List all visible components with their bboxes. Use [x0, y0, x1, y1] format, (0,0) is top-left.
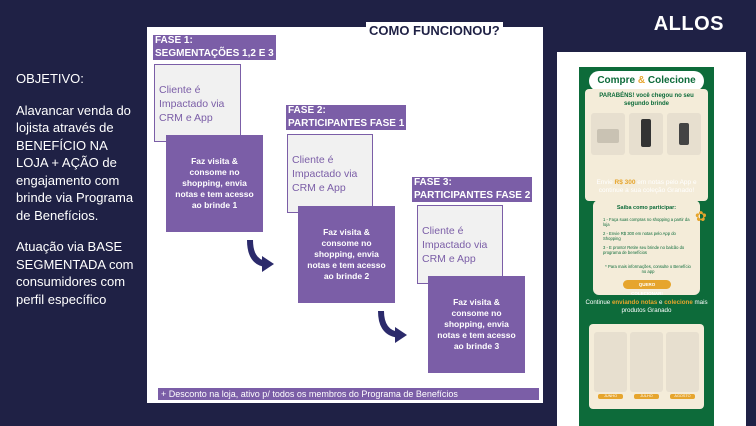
month-tag: JUNHO: [598, 394, 623, 399]
product-image: [666, 332, 699, 392]
phase-1-label: FASE 1: SEGMENTAÇÕES 1,2 E 3: [153, 35, 276, 60]
phone-mockup-frame: Compre & Colecione PARABÉNS! você chegou…: [557, 52, 746, 426]
diagram-title: COMO FUNCIONOU?: [366, 22, 503, 39]
collection-panel: JUNHO JULHO AGOSTO: [589, 324, 704, 409]
continue-text: Continue enviando notas e colecione mais…: [585, 299, 708, 315]
phase-2-label: FASE 2: PARTICIPANTES FASE 1: [286, 105, 406, 130]
phase-1-impact-card: Cliente é Impactado via CRM e App: [154, 64, 241, 142]
how-to-step: 1 - Faça suas compras no shopping a part…: [603, 217, 693, 227]
phase-3-impact-text: Cliente é Impactado via CRM e App: [422, 224, 498, 266]
send-notes-value: R$ 300: [615, 179, 636, 186]
continue-highlight-2: colecione: [664, 299, 693, 306]
how-to-panel: Saiba como participar: 1 - Faça suas com…: [593, 200, 700, 295]
phase-1-action-card: Faz visita & consome no shopping, envia …: [166, 135, 263, 232]
phase-2-action-card: Faz visita & consome no shopping, envia …: [298, 206, 395, 303]
how-to-title: Saiba como participar:: [593, 205, 700, 211]
flower-icon: ✿: [695, 209, 709, 223]
campaign-logo: Compre & Colecione: [589, 71, 704, 91]
phase-3-label: FASE 3: PARTICIPANTES FASE 2: [412, 177, 532, 202]
how-to-step: 2 - Envie R$ 300 em notas pelo App do Sh…: [603, 231, 693, 241]
product-image: [630, 332, 663, 392]
bottle-image: [641, 119, 651, 147]
how-to-step: 3 - E pronto! Retire seu brinde no balcã…: [603, 245, 693, 255]
product-image: [594, 332, 627, 392]
collect-button[interactable]: QUERO COLECIONAR!: [623, 280, 671, 289]
month-tag: JULHO: [634, 394, 659, 399]
phase-2-impact-text: Cliente é Impactado via CRM e App: [292, 153, 368, 195]
objective-text: Alavancar venda do lojista através de BE…: [16, 102, 136, 225]
phase-1-impact-text: Cliente é Impactado via CRM e App: [159, 83, 236, 125]
objective-panel: OBJETIVO: Alavancar venda do lojista atr…: [16, 70, 136, 322]
segment-text: Atuação via BASE SEGMENTADA com consumid…: [16, 238, 136, 308]
curved-arrow-icon: [246, 236, 276, 276]
congrats-text: PARABÉNS! você chegou no seu segundo bri…: [591, 93, 702, 108]
continue-highlight: enviando notas: [612, 299, 657, 306]
allos-logo: ALLOS: [654, 13, 724, 36]
curved-arrow-icon: [377, 307, 413, 347]
send-notes-text: Envie R$ 300 em notas pelo App e continu…: [585, 179, 708, 195]
campaign-logo-text: Compre: [597, 75, 638, 86]
phase-3-action-card: Faz visita & consome no shopping, envia …: [428, 276, 525, 373]
objective-title: OBJETIVO:: [16, 70, 136, 88]
campaign-logo-text-2: Colecione: [645, 75, 696, 86]
email-footer: [579, 409, 714, 426]
lock-icon: [679, 123, 689, 145]
how-to-note: * Para mais informações, consulte o Bene…: [603, 264, 693, 274]
discount-footer: + Desconto na loja, ativo p/ todos os me…: [158, 388, 539, 400]
month-tag: AGOSTO: [670, 394, 695, 399]
phase-3-impact-card: Cliente é Impactado via CRM e App: [417, 205, 503, 284]
phase-2-impact-card: Cliente é Impactado via CRM e App: [287, 134, 373, 213]
soap-image: [597, 129, 619, 143]
send-notes-pre: Envie: [596, 179, 614, 186]
campaign-email-preview: Compre & Colecione PARABÉNS! você chegou…: [579, 67, 714, 426]
continue-pre: Continue: [585, 299, 612, 306]
